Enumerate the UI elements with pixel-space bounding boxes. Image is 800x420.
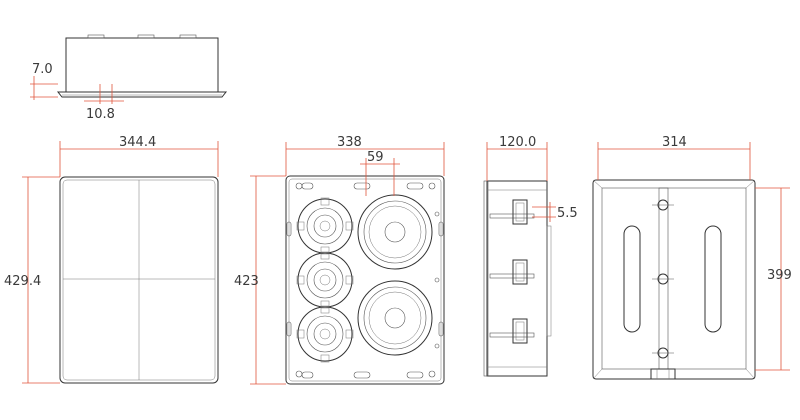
dim-59: 59	[367, 150, 384, 165]
dim-120-0: 120.0	[499, 135, 536, 150]
woofer-top	[357, 194, 433, 270]
tweeter-bottom	[296, 305, 354, 363]
dim-429-4: 429.4	[4, 274, 41, 289]
dim-5-5: 5.5	[557, 206, 578, 221]
clamp-top	[489, 199, 535, 225]
front-grille-view: 344.4 429.4	[4, 135, 219, 384]
dim-314: 314	[662, 135, 687, 150]
clamp-middle	[489, 259, 535, 285]
dim-399: 399	[767, 268, 792, 283]
tweeter-top	[296, 197, 354, 255]
front-open-view: 338 59 423	[234, 135, 445, 385]
back-view: 314 399	[592, 135, 792, 380]
dim-10-8: 10.8	[86, 107, 115, 122]
side-view: 120.0 5.5	[483, 135, 578, 377]
dim-344-4: 344.4	[119, 135, 156, 150]
top-view: 7.0 10.8	[30, 34, 228, 122]
dim-423: 423	[234, 274, 259, 289]
dim-7-0: 7.0	[32, 62, 53, 77]
dim-338: 338	[337, 135, 362, 150]
clamp-bottom	[489, 318, 535, 344]
woofer-bottom	[357, 280, 433, 356]
tweeter-middle	[296, 251, 354, 309]
